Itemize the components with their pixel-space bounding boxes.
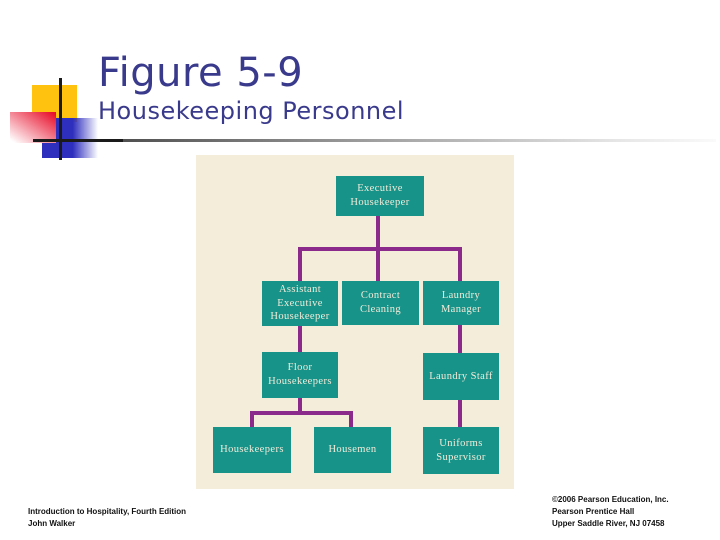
footer-publisher: Pearson Prentice Hall bbox=[552, 507, 635, 516]
org-node-uniforms-supervisor: Uniforms Supervisor bbox=[423, 427, 499, 474]
connector-line bbox=[298, 326, 302, 352]
decor-crosshair-horizontal-line bbox=[33, 139, 123, 142]
footer-publisher-credit: ©2006 Pearson Education, Inc. Pearson Pr… bbox=[552, 494, 669, 530]
footer-book-author: John Walker bbox=[28, 519, 76, 528]
title-divider-rule bbox=[60, 139, 716, 142]
connector-line bbox=[298, 398, 302, 415]
org-node-laundry-staff: Laundry Staff bbox=[423, 353, 499, 400]
connector-line bbox=[250, 415, 254, 427]
connector-line bbox=[458, 251, 462, 281]
org-node-housekeepers: Housekeepers bbox=[213, 427, 291, 473]
slide-title: Figure 5-9 bbox=[98, 50, 304, 96]
decor-crosshair-vertical-line bbox=[59, 78, 62, 160]
connector-line bbox=[298, 251, 302, 281]
connector-line bbox=[376, 214, 380, 251]
connector-line bbox=[349, 415, 353, 427]
org-node-assistant-executive-housekeeper: Assistant Executive Housekeeper bbox=[262, 281, 338, 326]
org-node-executive-housekeeper: Executive Housekeeper bbox=[336, 176, 424, 216]
footer-copyright: ©2006 Pearson Education, Inc. bbox=[552, 495, 669, 504]
footer-book-credit: Introduction to Hospitality, Fourth Edit… bbox=[28, 506, 186, 530]
org-node-floor-housekeepers: Floor Housekeepers bbox=[262, 352, 338, 398]
slide-subtitle: Housekeeping Personnel bbox=[98, 97, 405, 125]
footer-publisher-address: Upper Saddle River, NJ 07458 bbox=[552, 519, 665, 528]
decor-red-square bbox=[10, 112, 56, 143]
org-node-contract-cleaning: Contract Cleaning bbox=[342, 281, 419, 325]
org-node-housemen: Housemen bbox=[314, 427, 391, 473]
connector-line bbox=[298, 247, 462, 251]
org-node-laundry-manager: Laundry Manager bbox=[423, 281, 499, 325]
connector-line bbox=[376, 251, 380, 281]
connector-line bbox=[250, 411, 353, 415]
connector-line bbox=[458, 325, 462, 353]
footer-book-title: Introduction to Hospitality, Fourth Edit… bbox=[28, 507, 187, 516]
connector-line bbox=[458, 400, 462, 427]
